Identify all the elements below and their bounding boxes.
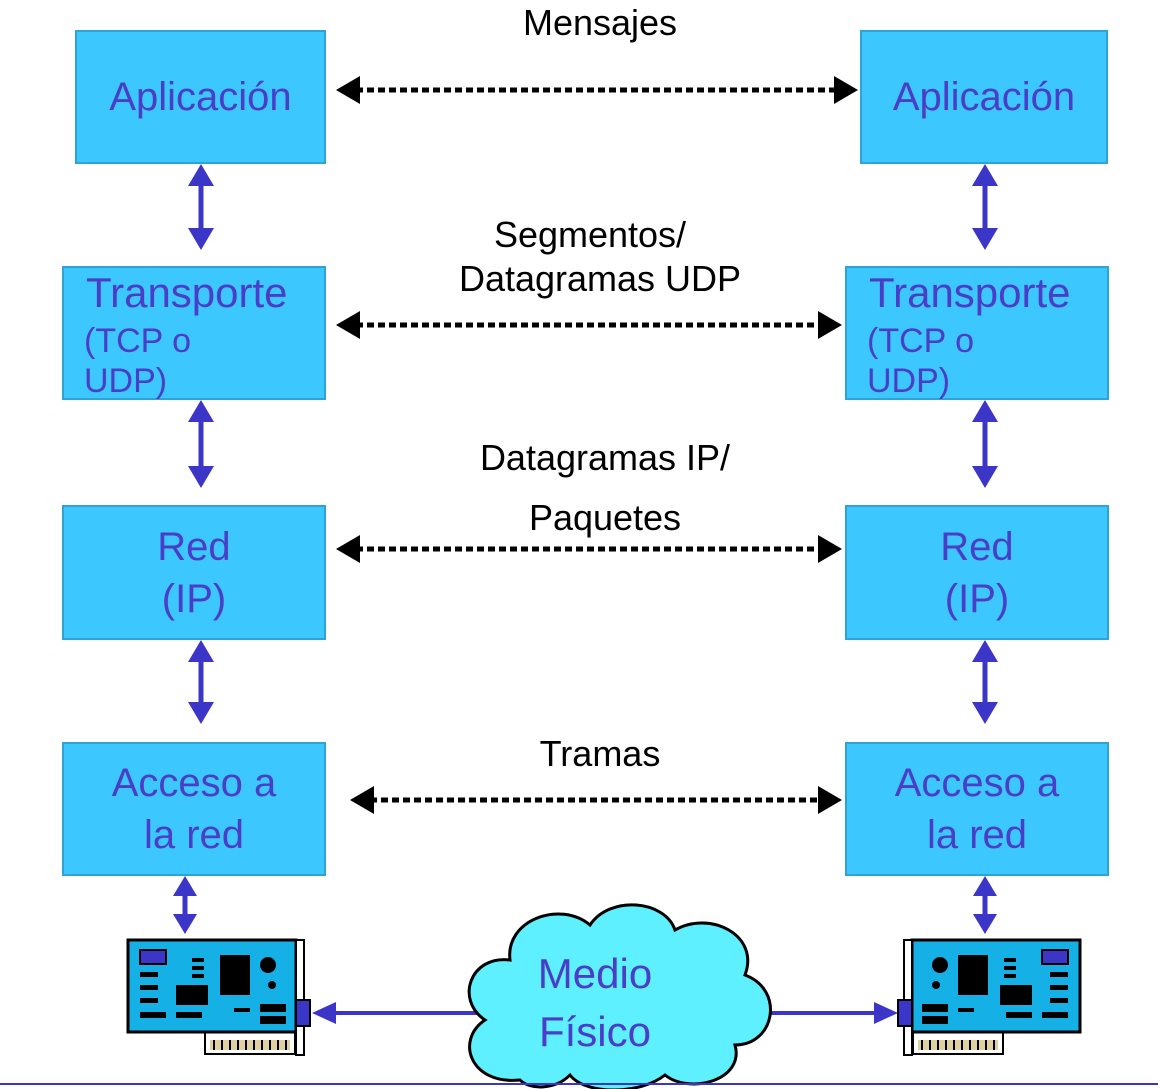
vertical-arrows [173,164,998,934]
peer-arrow-network [336,535,842,563]
left-access-line1: Acceso a [111,761,277,805]
network-card-icon-right [897,938,1082,1056]
left-transport-line3: UDP) [84,362,168,400]
message-label-network-line1: Datagramas IP/ [479,437,731,478]
right-access-layer: Acceso a la red [845,742,1109,876]
right-transport-line2: (TCP o [867,322,975,360]
left-application-label: Aplicación [109,75,292,119]
peer-arrow-transport [336,311,842,339]
peer-arrow-app [336,76,858,104]
right-transport-line3: UDP) [867,362,951,400]
right-transport-line1: Transporte [869,269,1071,316]
left-access-line2: la red [143,813,245,857]
message-label-access: Tramas [539,733,661,774]
right-access-line2: la red [926,813,1028,857]
left-transport-line2: (TCP o [84,322,192,360]
peer-arrow-access [350,786,842,814]
right-network-line2: (IP) [944,576,1010,621]
right-application-layer: Aplicación [860,30,1108,164]
right-application-label: Aplicación [892,75,1076,119]
left-network-line2: (IP) [161,576,227,621]
message-label-transport-line2: Datagramas UDP [458,258,742,299]
network-card-icon-left [126,938,311,1056]
message-label-network-line2: Paquetes [528,497,682,538]
left-access-layer: Acceso a la red [62,742,326,876]
medium-label-line1: Medio [537,950,653,997]
left-network-line1: Red [157,524,231,569]
message-label-transport-line1: Segmentos/ [493,214,687,255]
left-transport-line1: Transporte [86,269,288,316]
right-access-line1: Acceso a [894,761,1060,805]
right-network-line1: Red [940,524,1014,569]
left-transport-layer: Transporte (TCP o UDP) [62,266,326,400]
left-application-layer: Aplicación [75,30,326,164]
left-network-layer: Red (IP) [62,505,326,640]
right-network-layer: Red (IP) [845,505,1109,640]
right-transport-layer: Transporte (TCP o UDP) [845,266,1109,400]
message-label-app: Mensajes [522,2,678,43]
medium-label-line2: Físico [538,1008,651,1055]
